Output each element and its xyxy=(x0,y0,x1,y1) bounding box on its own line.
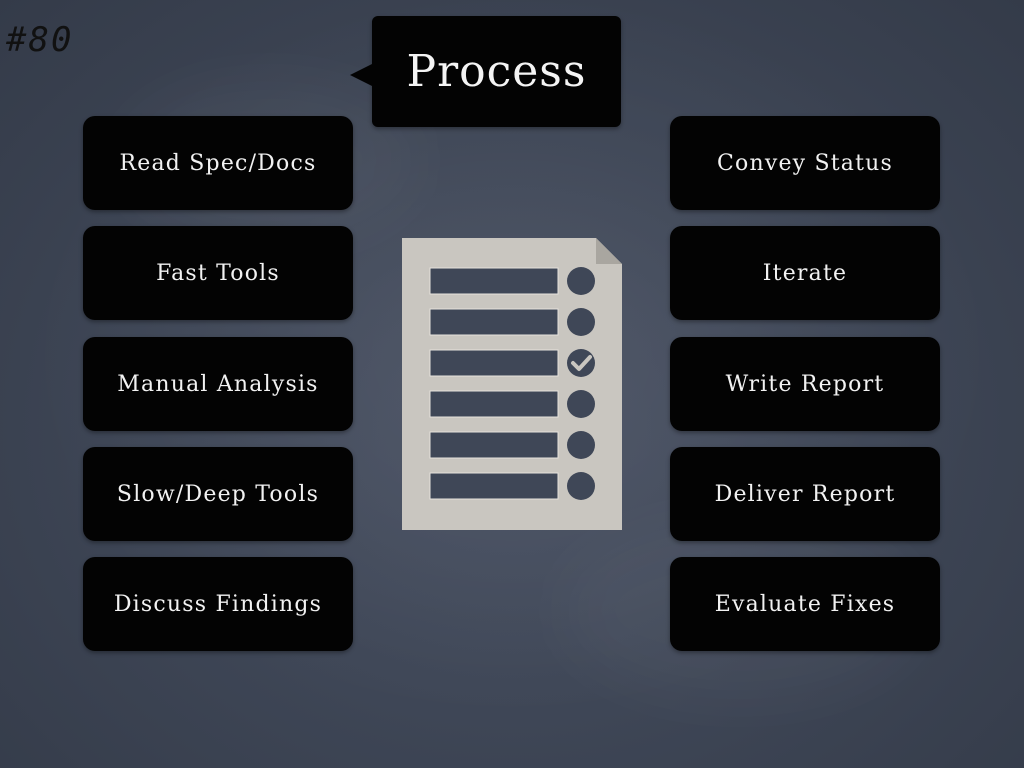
title-callout: Process xyxy=(350,16,621,127)
checklist-line xyxy=(429,349,559,377)
checklist-document-icon xyxy=(402,238,622,530)
step-label: Manual Analysis xyxy=(117,371,319,397)
step-write-report[interactable]: Write Report xyxy=(670,337,940,431)
checklist-line xyxy=(429,431,559,459)
step-label: Slow/Deep Tools xyxy=(116,481,320,507)
document-fold xyxy=(596,238,622,264)
step-label: Deliver Report xyxy=(714,481,896,507)
empty-circle-icon xyxy=(567,390,595,418)
step-label: Fast Tools xyxy=(156,260,280,286)
step-evaluate-fixes[interactable]: Evaluate Fixes xyxy=(670,557,940,651)
checked-circle-icon xyxy=(567,349,595,377)
checklist-line xyxy=(429,308,559,336)
step-label: Convey Status xyxy=(716,150,894,176)
checklist-svg xyxy=(402,238,622,530)
checklist-line xyxy=(429,472,559,500)
step-convey-status[interactable]: Convey Status xyxy=(670,116,940,210)
slide-number: #80 xyxy=(6,20,74,60)
checkmark-icon xyxy=(571,355,592,371)
empty-circle-icon xyxy=(567,472,595,500)
empty-circle-icon xyxy=(567,267,595,295)
empty-circle-icon xyxy=(567,308,595,336)
step-label: Discuss Findings xyxy=(113,591,323,617)
step-label: Evaluate Fixes xyxy=(714,591,896,617)
step-label: Iterate xyxy=(762,260,848,286)
step-discuss-findings[interactable]: Discuss Findings xyxy=(83,557,353,651)
checklist-line xyxy=(429,267,559,295)
checklist-rows xyxy=(429,267,595,500)
slide-title: Process xyxy=(406,46,587,97)
step-label: Read Spec/Docs xyxy=(119,150,317,176)
step-iterate[interactable]: Iterate xyxy=(670,226,940,320)
step-slow-deep-tools[interactable]: Slow/Deep Tools xyxy=(83,447,353,541)
step-fast-tools[interactable]: Fast Tools xyxy=(83,226,353,320)
step-label: Write Report xyxy=(725,371,885,397)
step-manual-analysis[interactable]: Manual Analysis xyxy=(83,337,353,431)
step-deliver-report[interactable]: Deliver Report xyxy=(670,447,940,541)
empty-circle-icon xyxy=(567,431,595,459)
step-read-spec-docs[interactable]: Read Spec/Docs xyxy=(83,116,353,210)
checklist-line xyxy=(429,390,559,418)
